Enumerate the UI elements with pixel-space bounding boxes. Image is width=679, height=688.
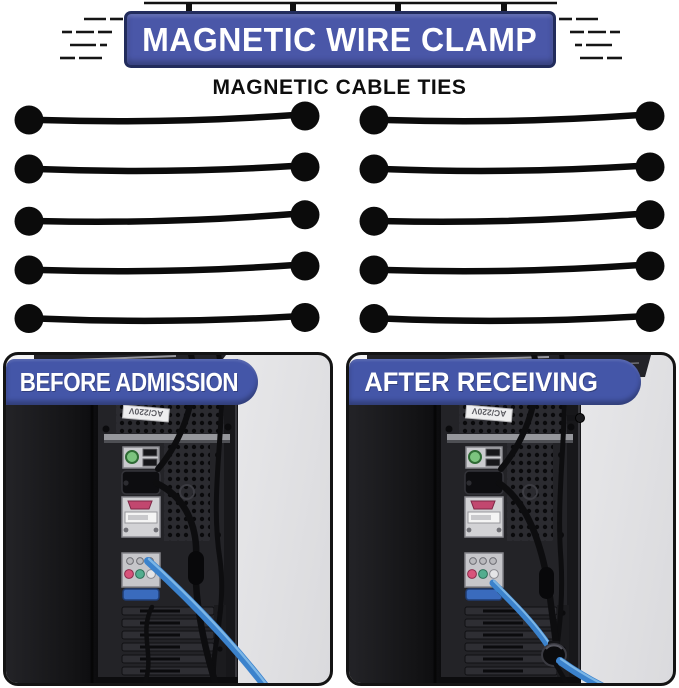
ferrite-bead	[188, 551, 204, 585]
cable-tie-icon	[359, 302, 665, 334]
speed-lines-left	[60, 17, 123, 60]
cable-tie-icon	[359, 152, 665, 184]
cable-tie-icon	[14, 302, 320, 334]
blue-cable	[489, 579, 552, 649]
ac-voltage-sticker: AC/220V	[121, 404, 170, 423]
thumbscrew-knob	[567, 413, 585, 423]
after-panel: AC/220V	[346, 352, 676, 686]
speed-lines-right	[559, 17, 622, 60]
before-label: BEFORE ADMISSION	[19, 366, 239, 397]
cable-tie-icon	[359, 200, 665, 236]
hanging-rail	[144, 1, 557, 14]
page-title: MAGNETIC WIRE CLAMP	[142, 20, 538, 58]
cable-tie-icon	[14, 101, 320, 135]
after-label-banner: AFTER RECEIVING	[349, 359, 641, 405]
tie-column	[13, 100, 321, 336]
before-label-banner: BEFORE ADMISSION	[6, 359, 258, 405]
blue-cable	[144, 557, 268, 683]
cable-tie-icon	[14, 152, 320, 184]
cable-tie-icon	[14, 251, 320, 285]
subtitle: MAGNETIC CABLE TIES	[212, 76, 467, 99]
title-banner: MAGNETIC WIRE CLAMP	[124, 11, 556, 68]
before-panel: AC/220V BEFORE ADMISSION	[3, 352, 333, 686]
cable-bundle	[553, 657, 604, 683]
ferrite-bead	[539, 567, 554, 599]
cable-tie-icon	[359, 101, 665, 135]
ac-sticker-text: AC/220V	[128, 406, 164, 419]
cable-tie-icon	[14, 200, 320, 236]
cable-tie-icon	[359, 251, 665, 285]
ac-voltage-sticker: AC/220V	[464, 404, 513, 423]
after-label: AFTER RECEIVING	[364, 366, 598, 397]
cable-ties-grid	[0, 100, 679, 336]
comparison-panels: AC/220V BEFORE ADMISSION	[3, 352, 676, 686]
tie-column	[358, 100, 666, 336]
ac-sticker-text: AC/220V	[471, 406, 507, 419]
